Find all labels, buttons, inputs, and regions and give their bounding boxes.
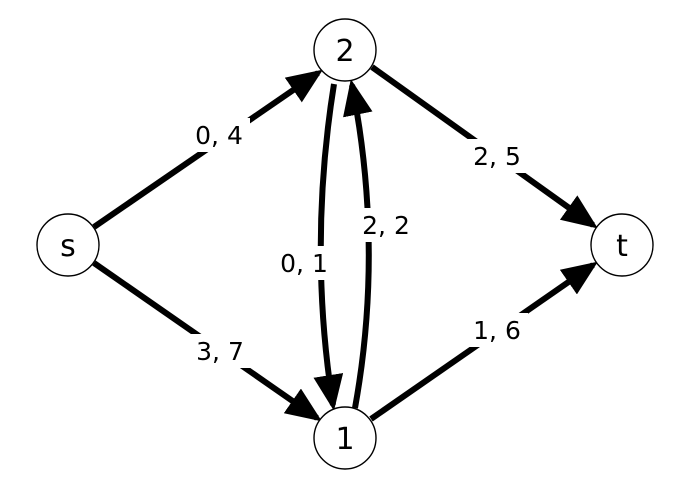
edge-label-text: 0, 1 <box>280 249 328 278</box>
node-t-label: t <box>616 229 628 264</box>
edge-label-text: 2, 5 <box>473 142 521 171</box>
edge-label-1-to-2: 2, 2 <box>355 208 417 242</box>
edge-label-text: 0, 4 <box>195 121 243 150</box>
node-1-circle <box>313 406 377 470</box>
edge-1-to-2 <box>343 79 373 409</box>
node-s: s <box>36 213 100 277</box>
edge-label-s-to-2: 0, 4 <box>188 118 250 152</box>
edge-labels: 0, 4 3, 7 0, 1 2, 2 2, 5 1, 6 <box>188 118 528 368</box>
edge-label-text: 2, 2 <box>362 211 410 240</box>
edge-label-2-to-1: 0, 1 <box>273 246 335 280</box>
node-t: t <box>590 213 654 277</box>
node-2: 2 <box>313 18 377 82</box>
edge-label-text: 1, 6 <box>473 316 521 345</box>
nodes: s 2 1 t <box>36 18 654 470</box>
edge-label-text: 3, 7 <box>196 337 244 366</box>
edge-2-to-1 <box>313 83 344 411</box>
node-1-label: 1 <box>335 422 354 457</box>
edge-label-s-to-1: 3, 7 <box>189 334 251 368</box>
node-s-circle <box>36 213 100 277</box>
edges <box>92 64 598 422</box>
node-s-label: s <box>60 229 76 264</box>
node-1: 1 <box>313 406 377 470</box>
node-2-label: 2 <box>335 34 354 69</box>
node-2-circle <box>313 18 377 82</box>
node-t-circle <box>590 213 654 277</box>
edge-label-1-to-t: 1, 6 <box>466 313 528 347</box>
edge-label-2-to-t: 2, 5 <box>466 139 528 173</box>
